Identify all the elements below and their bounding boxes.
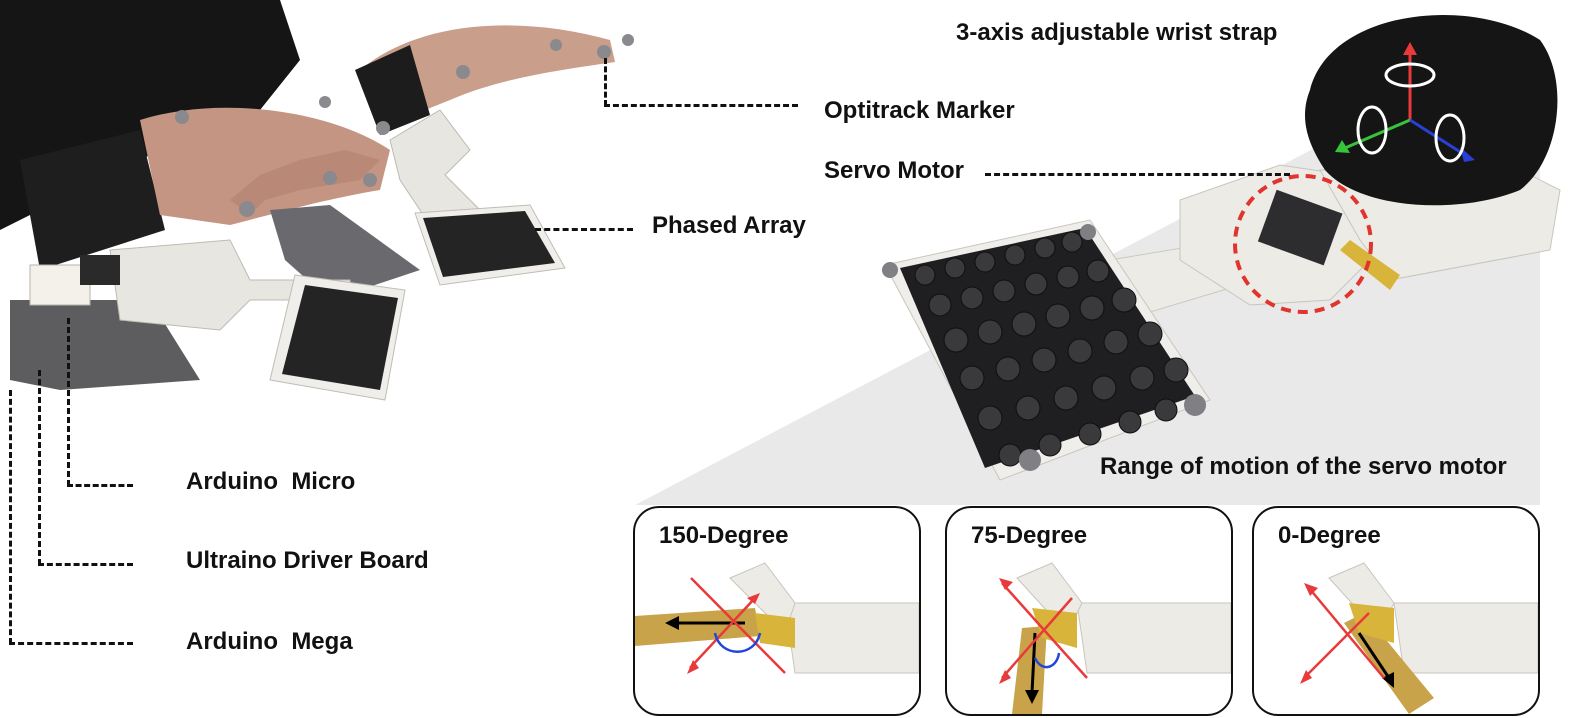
wrist-strap-right (355, 45, 430, 135)
panel-title: 150-Degree (659, 522, 789, 549)
axis-indicator (1335, 42, 1475, 163)
left-photo (0, 0, 634, 401)
leader-optitrack-v (604, 58, 607, 106)
leader-arduino-micro-v (67, 318, 70, 486)
label-optitrack-marker: Optitrack Marker (824, 97, 1015, 124)
fingers (230, 150, 380, 215)
leader-arduino-mega-v (9, 390, 12, 644)
servo-left (80, 255, 120, 285)
panel-title: 0-Degree (1278, 522, 1381, 549)
label-arduino-micro: Arduino Micro (186, 468, 356, 495)
servo-highlight-circle (1233, 174, 1373, 314)
wrist-strap-left (20, 130, 165, 270)
label-ultraino-driver-board: Ultraino Driver Board (186, 547, 429, 574)
panel-title: 75-Degree (971, 522, 1088, 549)
transducer-cells (914, 231, 1189, 467)
upper-frame (389, 109, 481, 226)
label-arduino-mega: Arduino Mega (186, 628, 353, 655)
right-device (882, 14, 1561, 481)
panel-75-degree: 75-Degree (945, 506, 1233, 716)
servo-75-illustration (999, 562, 1231, 714)
panel-150-degree: 150-Degree (633, 506, 921, 716)
leader-arduino-micro-h (67, 484, 133, 487)
wrist-strap-right-device (1305, 14, 1558, 206)
label-wrist-strap: 3-axis adjustable wrist strap (956, 19, 1278, 46)
panel-0-degree: 0-Degree (1252, 506, 1540, 716)
optitrack-markers (175, 34, 634, 217)
servo-150-illustration (635, 562, 919, 674)
label-range-of-motion: Range of motion of the servo motor (1100, 453, 1507, 480)
leader-ultraino-v (38, 370, 41, 565)
leader-ultraino-h (38, 563, 133, 566)
phased-array-upper (414, 204, 566, 286)
servo-body (1257, 189, 1343, 266)
phased-array-lower (269, 274, 406, 401)
device-feet (882, 224, 1206, 471)
servo-0-illustration (1300, 562, 1538, 714)
yellow-wires (1340, 240, 1400, 290)
leader-optitrack-h (604, 104, 798, 107)
leader-servo-motor (985, 173, 1290, 176)
label-phased-array: Phased Array (652, 212, 806, 239)
hand-lower (140, 107, 390, 225)
label-servo-motor: Servo Motor (824, 157, 965, 184)
leader-arduino-mega-h (9, 642, 133, 645)
leader-phased-array (535, 228, 633, 231)
